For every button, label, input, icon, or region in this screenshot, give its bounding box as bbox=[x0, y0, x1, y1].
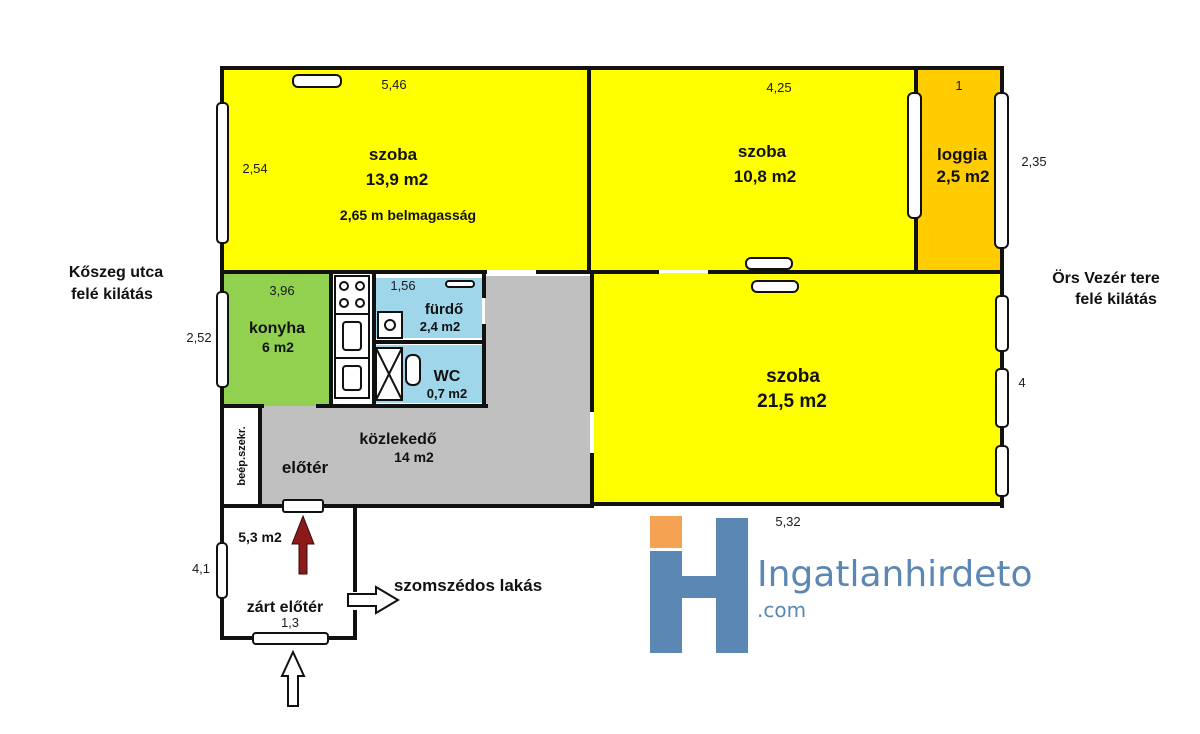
room-kozlekedo-name: közlekedő bbox=[359, 431, 437, 448]
doorway-entrance bbox=[282, 499, 324, 513]
ingatlanhirdeto-logo: Ingatlanhirdeto .com bbox=[650, 516, 1032, 653]
dim-loggia-depth: 2,35 bbox=[1021, 154, 1046, 169]
window-right-3 bbox=[995, 445, 1009, 497]
room-szoba-3-fill bbox=[594, 273, 1000, 504]
room-szoba-3-name: szoba bbox=[766, 366, 820, 387]
room-wc-area: 0,7 m2 bbox=[427, 386, 467, 401]
room-loggia-fill bbox=[918, 70, 1000, 270]
arrows bbox=[280, 514, 400, 707]
room-labels: szoba 13,9 m2 2,65 m belmagasság szoba 1… bbox=[236, 142, 989, 616]
room-szoba-1-name: szoba bbox=[369, 145, 418, 164]
dim-szoba3-depth: 4 bbox=[1018, 375, 1025, 390]
window-mid-1 bbox=[745, 257, 793, 270]
room-szoba-1-note: 2,65 m belmagasság bbox=[340, 207, 476, 223]
view-right-line1: Örs Vezér tere bbox=[1052, 268, 1160, 287]
room-szoba-2-fill bbox=[591, 70, 916, 270]
view-right-line2: felé kilátás bbox=[1075, 291, 1157, 308]
room-szoba-2-area: 10,8 m2 bbox=[734, 167, 796, 186]
room-konyha-fill bbox=[224, 273, 332, 406]
dim-zart-width: 1,3 bbox=[281, 615, 299, 630]
dim-szoba3-width: 5,32 bbox=[775, 514, 800, 529]
window-left-szoba bbox=[216, 102, 229, 244]
logo-h-bar-icon bbox=[680, 576, 718, 598]
toilet-icon bbox=[405, 354, 421, 386]
room-szoba-1-area: 13,9 m2 bbox=[366, 170, 428, 189]
room-furdo-area: 2,4 m2 bbox=[420, 319, 460, 334]
view-left-line2: felé kilátás bbox=[71, 286, 153, 303]
window-loggia-outer bbox=[994, 92, 1009, 249]
room-szoba-1-fill bbox=[224, 70, 589, 270]
window-eloter-left bbox=[216, 542, 228, 599]
room-loggia-area: 2,5 m2 bbox=[937, 167, 990, 186]
kitchen-appliances bbox=[334, 275, 370, 399]
window-left-konyha bbox=[216, 291, 229, 388]
dim-szoba1-width: 5,46 bbox=[381, 77, 406, 92]
room-eloter-name: előtér bbox=[282, 458, 329, 477]
entry-arrow-icon bbox=[291, 514, 315, 575]
window-top-szoba bbox=[292, 74, 342, 88]
room-kozlekedo-fill bbox=[262, 276, 590, 504]
dimension-labels: 5,46 2,54 4,25 1 2,35 3,96 2,52 1,56 4 5… bbox=[186, 77, 1046, 630]
room-kozlekedo-area: 14 m2 bbox=[394, 449, 434, 465]
entrance-arrow-icon bbox=[280, 649, 306, 707]
dim-konyha-width: 3,96 bbox=[269, 283, 294, 298]
window-mid-2 bbox=[751, 280, 799, 293]
window-right-2 bbox=[995, 368, 1009, 428]
view-left-line1: Kőszeg utca bbox=[69, 264, 163, 281]
bathroom-fixtures bbox=[375, 311, 421, 401]
room-beep-szekr-fill bbox=[224, 406, 260, 504]
outside-labels: Kőszeg utca felé kilátás Örs Vezér tere … bbox=[69, 264, 1160, 595]
room-furdo-name: fürdő bbox=[425, 301, 463, 318]
room-beep-szekr-name: beép.szekr. bbox=[236, 426, 248, 485]
dim-loggia-width: 1 bbox=[955, 78, 962, 93]
logo-name: Ingatlanhirdeto bbox=[757, 554, 1032, 595]
neighbour-arrow-icon bbox=[347, 585, 400, 615]
dim-eloter-depth: 4,1 bbox=[192, 561, 210, 576]
window-right-1 bbox=[995, 295, 1009, 352]
dim-furdo-width: 1,56 bbox=[390, 278, 415, 293]
room-wc-name: WC bbox=[434, 368, 461, 385]
room-fills bbox=[224, 70, 1000, 504]
logo-orange-shape-icon bbox=[650, 516, 682, 548]
window-loggia-inner bbox=[907, 92, 922, 219]
logo-domain: .com bbox=[757, 598, 806, 622]
room-szoba-2-name: szoba bbox=[738, 142, 787, 161]
window-furdo bbox=[445, 280, 475, 288]
logo-h-right-icon bbox=[716, 518, 748, 653]
neighbour-label: szomszédos lakás bbox=[394, 576, 542, 595]
room-konyha-name: konyha bbox=[249, 320, 305, 337]
room-loggia-name: loggia bbox=[937, 145, 988, 164]
logo-h-left-icon bbox=[650, 551, 682, 653]
room-szoba-3-area: 21,5 m2 bbox=[757, 391, 827, 412]
room-eloter-area: 5,3 m2 bbox=[238, 529, 282, 545]
windows bbox=[216, 74, 1009, 645]
dim-szoba1-depth: 2,54 bbox=[242, 161, 267, 176]
room-konyha-area: 6 m2 bbox=[262, 339, 294, 355]
room-zart-eloter-name: zárt előtér bbox=[247, 599, 323, 616]
dim-konyha-depth: 2,52 bbox=[186, 330, 211, 345]
window-zart-bottom bbox=[252, 632, 329, 645]
stove-icon bbox=[334, 275, 370, 315]
dim-szoba2-width: 4,25 bbox=[766, 80, 791, 95]
